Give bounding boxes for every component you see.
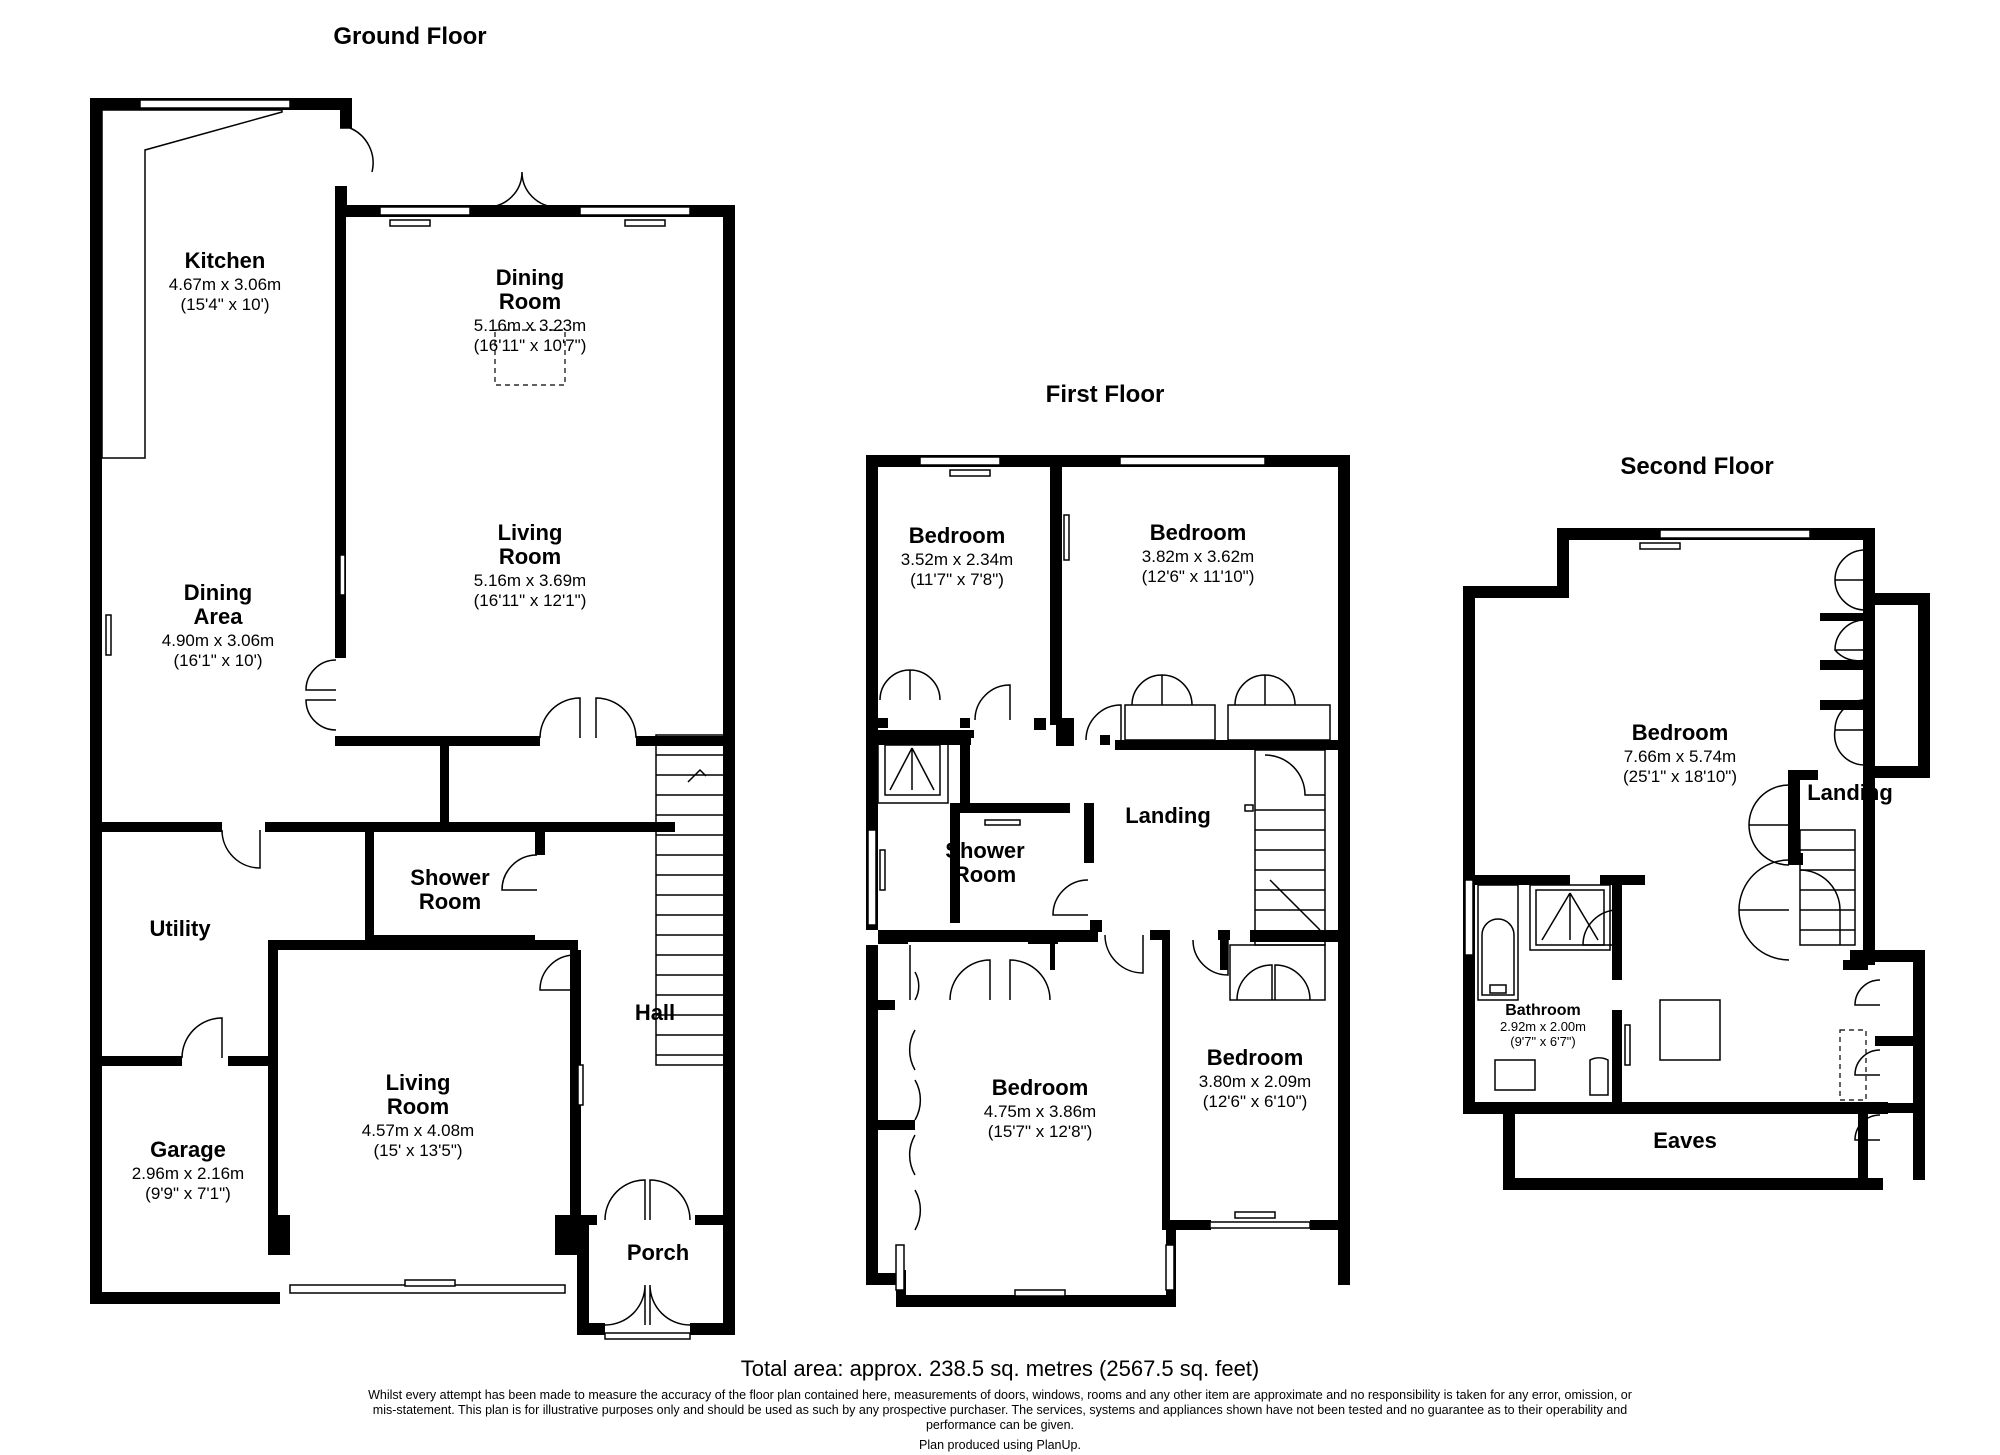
- room-name-line2: Room: [387, 1094, 449, 1119]
- room-dimensions-metric: 3.82m x 3.62m: [1142, 547, 1254, 566]
- room-name: Kitchen: [185, 248, 266, 273]
- second-floor-fixtures: [1464, 529, 1881, 1141]
- room-dimensions-imperial: (9'9" x 7'1"): [145, 1184, 231, 1203]
- ground-floor-title: Ground Floor: [333, 23, 486, 50]
- ground-floor-walls: [90, 98, 735, 1335]
- room-name: Bedroom: [1207, 1045, 1304, 1070]
- room-dimensions-metric: 2.92m x 2.00m: [1500, 1019, 1586, 1034]
- total-area: Total area: approx. 238.5 sq. metres (25…: [740, 1356, 1260, 1381]
- first-room-bedroom-a: Bedroom 3.52m x 2.34m (11'7" x 7'8"): [901, 523, 1013, 589]
- first-room-shower-room: Shower Room: [945, 838, 1025, 887]
- room-dimensions-imperial: (16'11" x 12'1"): [474, 591, 587, 610]
- room-dimensions-imperial: (15'7" x 12'8"): [988, 1122, 1093, 1141]
- ground-room-porch: Porch: [627, 1240, 689, 1265]
- room-name: Utility: [149, 916, 211, 941]
- room-name: Eaves: [1653, 1128, 1717, 1153]
- disclaimer-text: Whilst every attempt has been made to me…: [368, 1388, 1632, 1432]
- first-floor: First Floor: [866, 381, 1350, 1307]
- room-name: Bedroom: [1150, 520, 1247, 545]
- first-room-bedroom-b: Bedroom 3.82m x 3.62m (12'6" x 11'10"): [1142, 520, 1255, 586]
- room-dimensions-metric: 4.67m x 3.06m: [169, 275, 281, 294]
- second-room-eaves: Eaves: [1653, 1128, 1717, 1153]
- room-name: Bedroom: [909, 523, 1006, 548]
- ground-room-garage: Garage 2.96m x 2.16m (9'9" x 7'1"): [132, 1137, 244, 1203]
- room-name: Bedroom: [1632, 720, 1729, 745]
- room-name-line2: Area: [194, 604, 244, 629]
- room-name: Landing: [1807, 780, 1893, 805]
- first-room-bedroom-d: Bedroom 3.80m x 2.09m (12'6" x 6'10"): [1199, 1045, 1311, 1111]
- ground-room-shower-room: Shower Room: [410, 865, 490, 914]
- first-room-landing: Landing: [1125, 803, 1211, 828]
- room-dimensions-metric: 4.57m x 4.08m: [362, 1121, 474, 1140]
- ground-room-utility: Utility: [149, 916, 211, 941]
- ground-room-hall: Hall: [635, 1000, 675, 1025]
- room-name-line2: Room: [954, 862, 1016, 887]
- produced-by-text: Plan produced using PlanUp.: [919, 1438, 1081, 1452]
- ground-room-dining-area: Dining Area 4.90m x 3.06m (16'1" x 10'): [162, 580, 274, 670]
- room-dimensions-imperial: (12'6" x 11'10"): [1142, 567, 1255, 586]
- room-name: Landing: [1125, 803, 1211, 828]
- ground-room-living-room-front: Living Room 4.57m x 4.08m (15' x 13'5"): [362, 1070, 474, 1160]
- room-dimensions-imperial: (15'4" x 10'): [180, 295, 269, 314]
- first-room-bedroom-c: Bedroom 4.75m x 3.86m (15'7" x 12'8"): [984, 1075, 1096, 1141]
- room-name: Bathroom: [1505, 1002, 1581, 1019]
- room-dimensions-metric: 4.90m x 3.06m: [162, 631, 274, 650]
- room-name: Garage: [150, 1137, 226, 1162]
- room-name: Porch: [627, 1240, 689, 1265]
- room-dimensions-metric: 2.96m x 2.16m: [132, 1164, 244, 1183]
- room-name-line2: Room: [499, 544, 561, 569]
- ground-floor-fixtures: [101, 99, 725, 1340]
- room-name-line1: Shower: [410, 865, 490, 890]
- second-room-landing: Landing: [1807, 780, 1893, 805]
- room-dimensions-imperial: (16'1" x 10'): [173, 651, 262, 670]
- room-dimensions-imperial: (25'1" x 18'10"): [1623, 767, 1737, 786]
- room-name-line2: Room: [499, 289, 561, 314]
- room-name: Hall: [635, 1000, 675, 1025]
- room-dimensions-metric: 3.52m x 2.34m: [901, 550, 1013, 569]
- room-name: Bedroom: [992, 1075, 1089, 1100]
- second-room-bedroom: Bedroom 7.66m x 5.74m (25'1" x 18'10"): [1623, 720, 1737, 786]
- first-floor-title: First Floor: [1046, 381, 1165, 408]
- second-room-bathroom: Bathroom 2.92m x 2.00m (9'7" x 6'7"): [1500, 1002, 1586, 1049]
- room-dimensions-imperial: (11'7" x 7'8"): [910, 570, 1004, 589]
- second-floor-title: Second Floor: [1620, 453, 1773, 480]
- room-dimensions-imperial: (9'7" x 6'7"): [1510, 1034, 1576, 1049]
- room-dimensions-imperial: (16'11" x 10'7"): [474, 336, 587, 355]
- room-dimensions-imperial: (15' x 13'5"): [373, 1141, 462, 1160]
- second-floor: Second Floor: [1463, 453, 1930, 1190]
- room-name-line1: Dining: [496, 265, 564, 290]
- room-name-line2: Room: [419, 889, 481, 914]
- room-name-line1: Living: [386, 1070, 451, 1095]
- room-dimensions-metric: 3.80m x 2.09m: [1199, 1072, 1311, 1091]
- first-floor-fixtures: [867, 456, 1331, 1297]
- room-dimensions-metric: 7.66m x 5.74m: [1624, 747, 1736, 766]
- room-name-line1: Shower: [945, 838, 1025, 863]
- room-dimensions-imperial: (12'6" x 6'10"): [1203, 1092, 1308, 1111]
- ground-floor: Ground Floor: [90, 23, 735, 1340]
- room-dimensions-metric: 5.16m x 3.23m: [474, 316, 586, 335]
- room-name-line1: Living: [498, 520, 563, 545]
- room-dimensions-metric: 4.75m x 3.86m: [984, 1102, 1096, 1121]
- ground-room-living-room-rear: Living Room 5.16m x 3.69m (16'11" x 12'1…: [474, 520, 587, 610]
- first-floor-walls: [866, 455, 1350, 1307]
- ground-room-kitchen: Kitchen 4.67m x 3.06m (15'4" x 10'): [169, 248, 281, 314]
- ground-room-dining-room: Dining Room 5.16m x 3.23m (16'11" x 10'7…: [474, 265, 587, 355]
- room-dimensions-metric: 5.16m x 3.69m: [474, 571, 586, 590]
- room-name-line1: Dining: [184, 580, 252, 605]
